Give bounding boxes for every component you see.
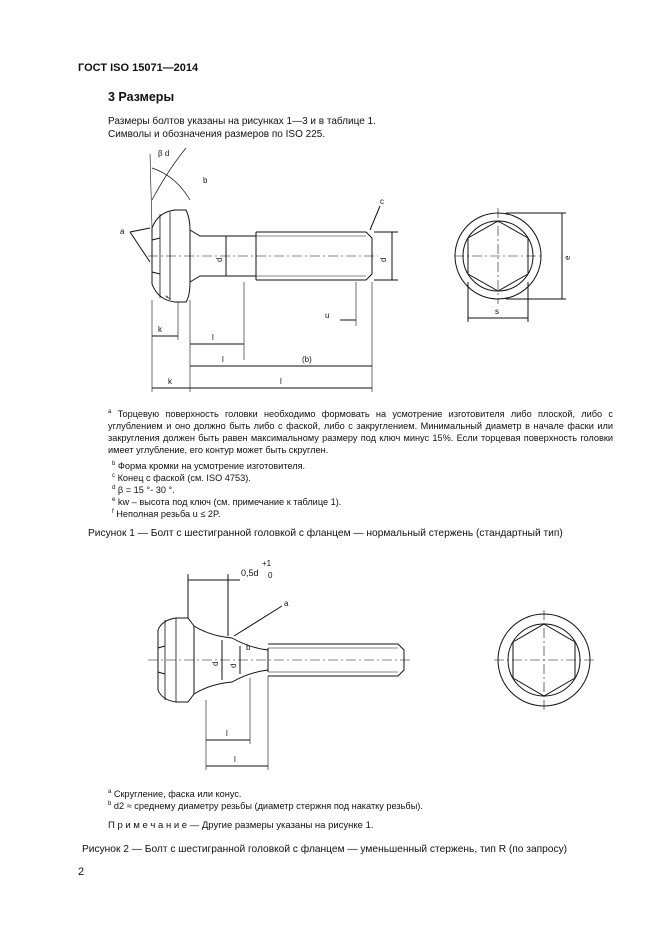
fig2-note: П р и м е ч а н и е — Другие размеры ука… bbox=[108, 820, 374, 831]
fig2-label-tol-plus: +1 bbox=[262, 559, 272, 568]
section-title: 3 Размеры bbox=[108, 90, 175, 104]
label-b: b bbox=[203, 176, 208, 185]
fig2-label-b: b bbox=[246, 643, 251, 652]
label-l: l bbox=[280, 377, 282, 386]
label-a: a bbox=[120, 227, 125, 236]
label-d: d bbox=[379, 258, 388, 262]
fig2-label-lg: l bbox=[234, 755, 236, 764]
label-e: e bbox=[563, 255, 572, 260]
fig1-footnote-f: f Неполная резьба u ≤ 2P. bbox=[112, 509, 221, 520]
figure-2-caption: Рисунок 2 — Болт с шестигранной головкой… bbox=[82, 844, 568, 855]
label-beta-d: β d bbox=[158, 149, 169, 158]
label-k: k bbox=[168, 377, 173, 386]
fig1-footnote-e: e kw – высота под ключ (см. примечание к… bbox=[112, 497, 342, 508]
fig2-label-ds: d bbox=[211, 662, 220, 666]
label-c: c bbox=[380, 197, 384, 206]
page-number: 2 bbox=[78, 866, 85, 878]
fig1-footnote-c: c Конец с фаской (см. ISO 4753). bbox=[112, 473, 251, 484]
fig2-label-dim: 0,5d bbox=[241, 568, 259, 578]
fig1-footnote-b: b Форма кромки на усмотрение изготовител… bbox=[112, 461, 306, 472]
fig2-label-a: a bbox=[284, 599, 289, 608]
fig2-label-d2: d bbox=[229, 664, 238, 668]
fig1-footnote-d: d β = 15 °- 30 °. bbox=[112, 485, 175, 496]
intro-line-1: Размеры болтов указаны на рисунках 1—3 и… bbox=[108, 116, 376, 127]
label-b-paren: (b) bbox=[302, 355, 312, 364]
label-ls: l bbox=[212, 333, 214, 342]
fig2-footnote-b: b d2 ≈ среднему диаметру резьбы (диаметр… bbox=[108, 801, 423, 812]
label-s: s bbox=[495, 307, 499, 316]
label-lg: l bbox=[222, 355, 224, 364]
label-ds: d bbox=[215, 258, 224, 262]
fig2-label-tol-zero: 0 bbox=[268, 571, 273, 580]
figure-1-caption: Рисунок 1 — Болт с шестигранной головкой… bbox=[88, 528, 563, 539]
label-kw: k bbox=[158, 325, 163, 334]
intro-line-2: Символы и обозначения размеров по ISO 22… bbox=[108, 129, 326, 140]
label-u: u bbox=[325, 311, 329, 320]
fig2-label-ls: l bbox=[226, 729, 228, 738]
label-f: f bbox=[164, 294, 173, 301]
fig2-footnote-a: a Скругление, фаска или конус. bbox=[108, 789, 242, 800]
fig1-footnote-a: a Торцевую поверхность головки необходим… bbox=[108, 409, 613, 456]
document-header: ГОСТ ISO 15071—2014 bbox=[78, 62, 199, 74]
